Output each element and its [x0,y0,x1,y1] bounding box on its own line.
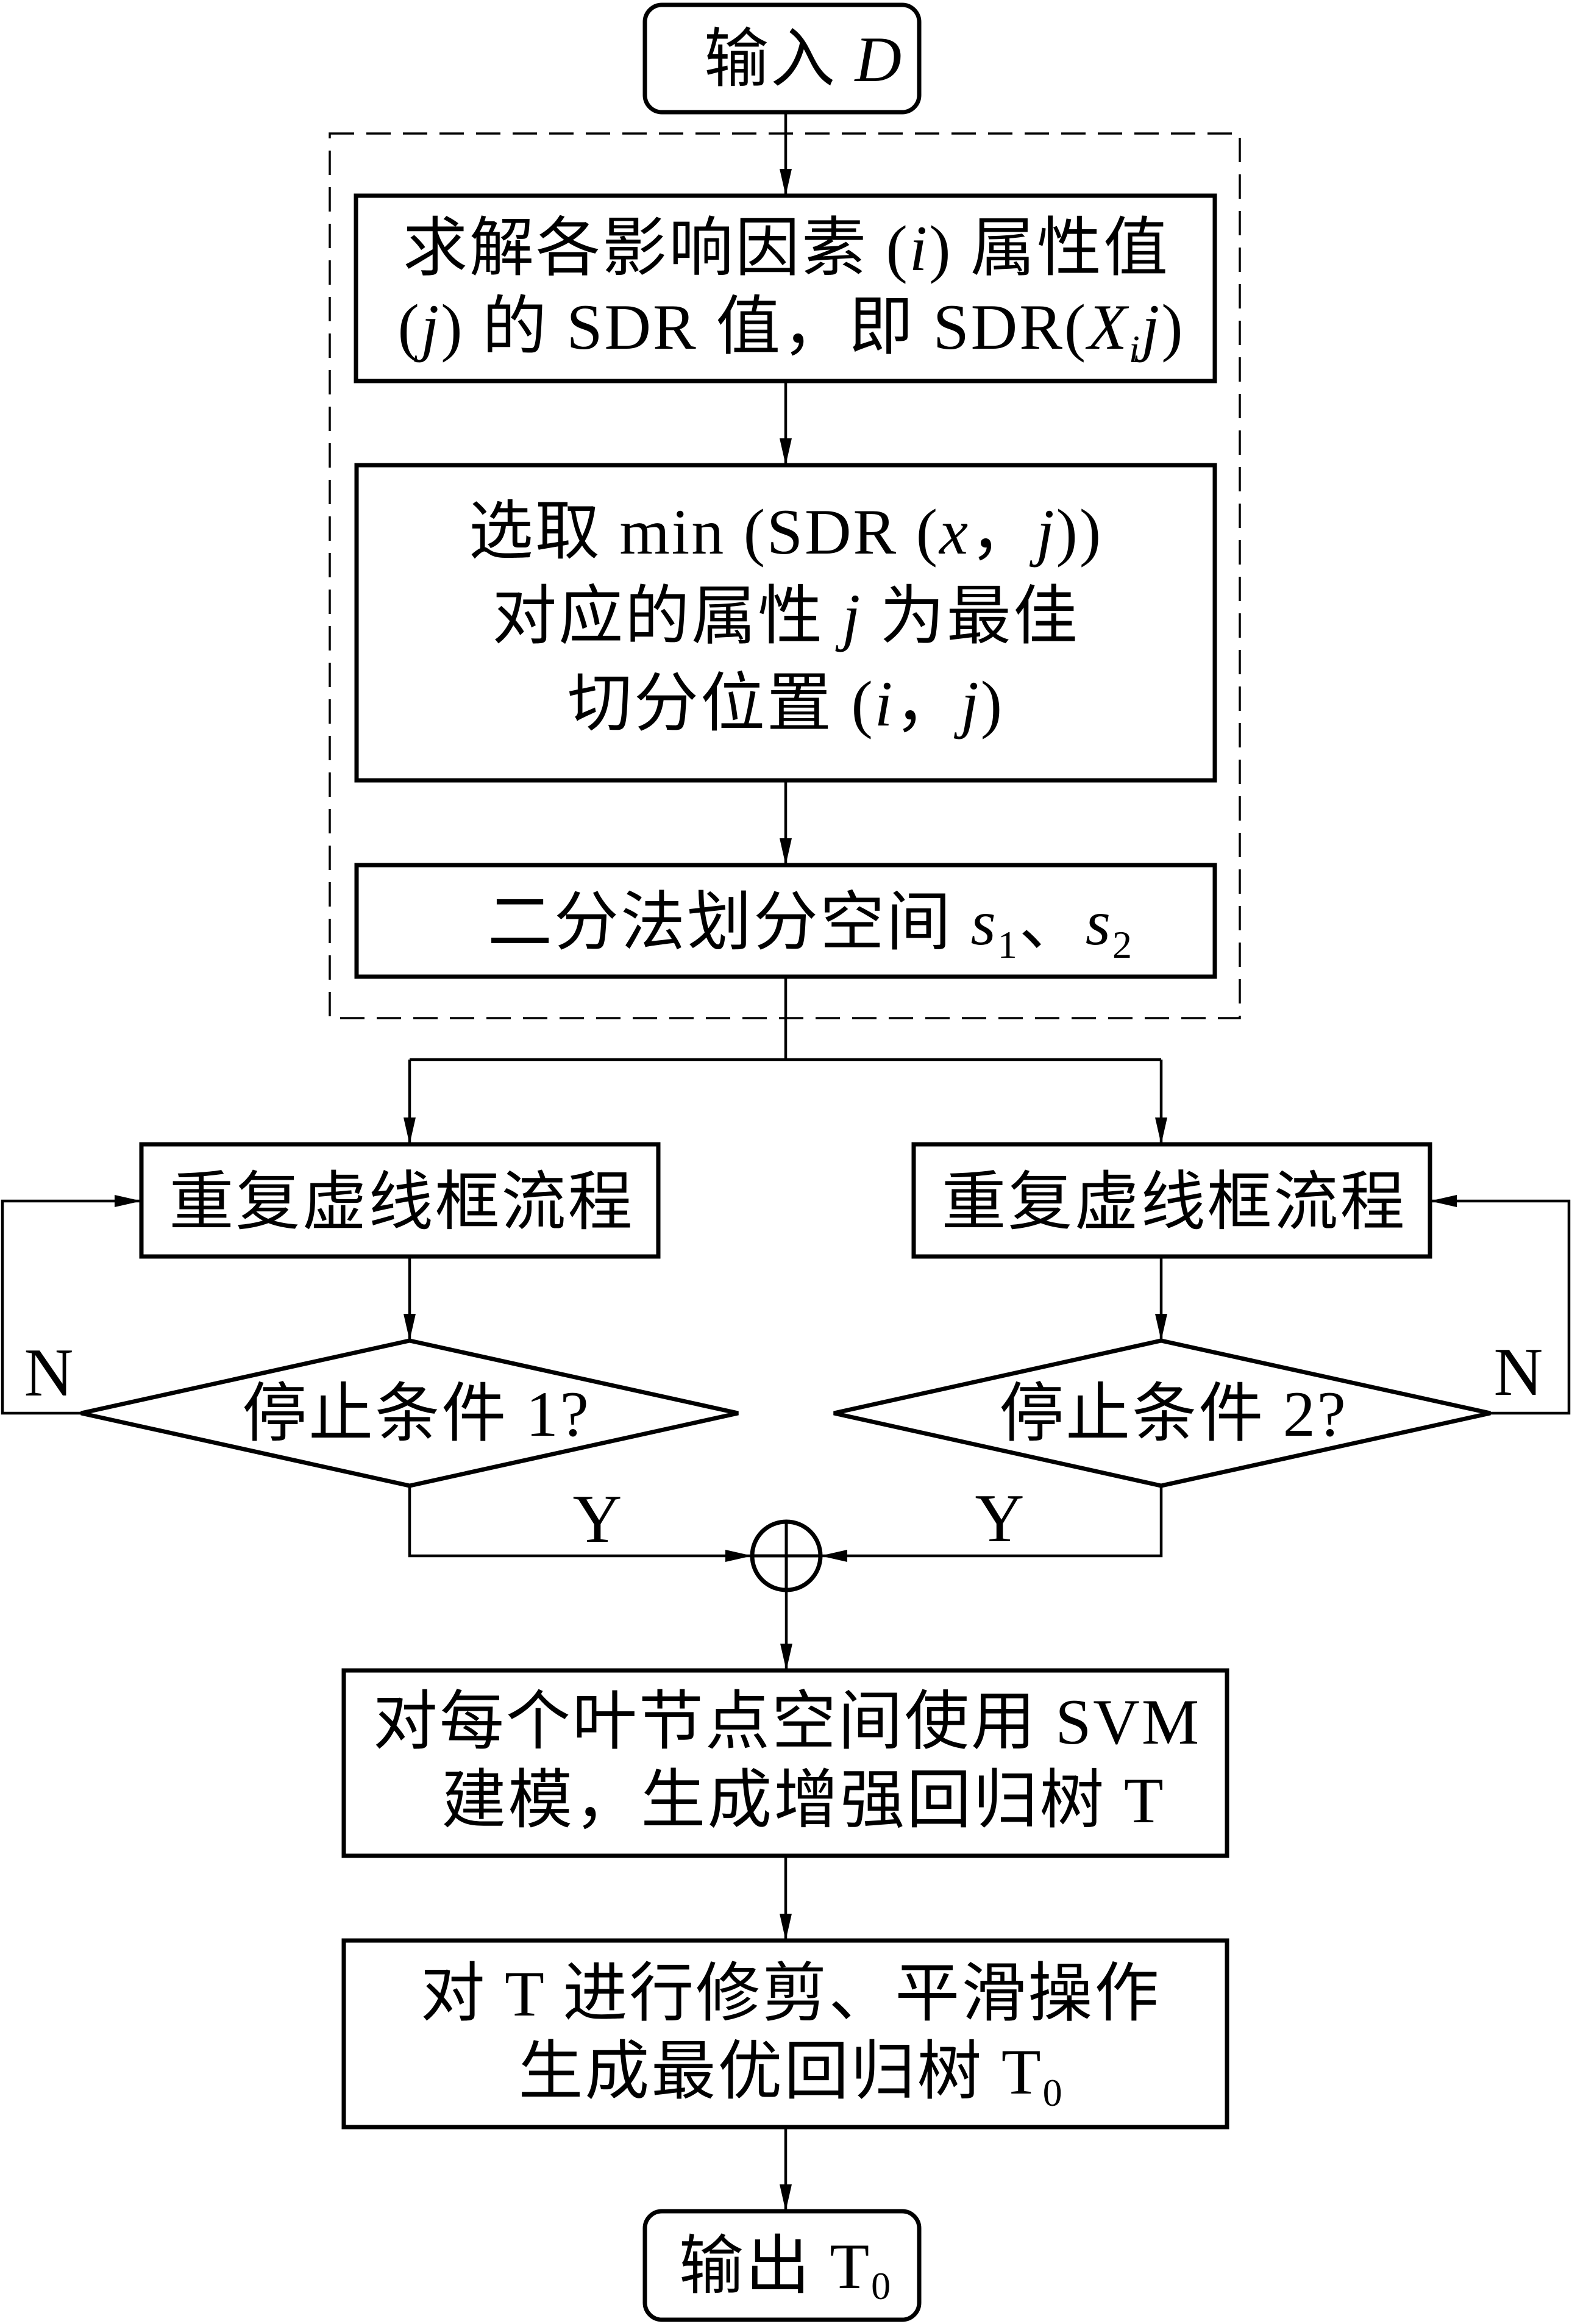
compute-sdr-shape [354,193,1217,383]
input-node: 输入 D [578,2,993,115]
bisect-node: 二分法划分空间 s1、s2 [354,863,1217,979]
text-run: 切分位置 ( [567,668,875,740]
select-split-shape [354,463,1217,783]
stop-2-diamond [833,1338,1491,1488]
output-node-shape [642,2209,922,2322]
text-run: ) 的 SDR 值，即 SDR( [441,291,1087,363]
text-run: 生成最优回归树 T [518,2036,1042,2108]
svm-model-node: 对每个叶节点空间使用 SVM 建模，生成增强回归树 T [341,1668,1229,1858]
compute-sdr-line-2: (j) 的 SDR 值，即 SDR(Xij) [397,291,1184,371]
arrow-stop-2-no-loop [1430,1195,1571,1415]
italic-variable: s [970,887,997,958]
compute-sdr-line-1: 求解各影响因素 (i) 属性值 [403,213,1170,284]
text-run: 对应的属性 [492,581,842,652]
arrow-stop-1-no-loop [1,1195,141,1415]
italic-variable: D [853,24,903,95]
edge-label-no-left: N [24,1335,74,1411]
repeat-right-node: 重复虚线框流程 [911,1142,1432,1259]
merge-junction [750,1519,823,1592]
text-run: 选取 min (SDR ( [469,496,939,568]
bisect-label: 二分法划分空间 s1、s2 [488,887,1134,966]
italic-variable: i [909,213,929,284]
italic-variable: i [875,668,894,740]
prune-line-2: 生成最优回归树 T0 [518,2036,1064,2114]
repeat-right-label: 重复虚线框流程 [942,1167,1407,1238]
subscript: i [1129,327,1142,371]
text-run: 、 [1019,887,1086,958]
select-split-line-2: 对应的属性 j 为最佳 [492,581,1079,652]
arrow-stop-1-yes-to-merge [408,1486,752,1562]
subscript: 0 [871,2264,892,2308]
repeat-left-node: 重复虚线框流程 [139,1142,661,1259]
text-run: 为最佳 [862,581,1079,652]
text-run: ) [1161,291,1184,363]
stop-1-decision: 停止条件 1? [80,1338,739,1488]
input-node-label: 输入 D [578,24,993,95]
prune-node: 对 T 进行修剪、平滑操作 生成最优回归树 T0 [341,1938,1229,2130]
italic-variable: s [1086,887,1112,958]
input-node-shape [642,2,922,115]
text-run: 输入 [704,24,855,95]
edges [1,112,1571,2211]
select-split-line-1: 选取 min (SDR (x，j)) [469,496,1103,568]
stop-1-label: 停止条件 1? [242,1378,591,1450]
stop-2-label: 停止条件 2? [999,1378,1348,1450]
select-split-node: 选取 min (SDR (x，j)) 对应的属性 j 为最佳 切分位置 (i，j… [354,463,1217,783]
text-run: ， [894,668,961,740]
repeat-left-label: 重复虚线框流程 [169,1167,635,1238]
stop-1-diamond [80,1338,739,1488]
subscript: 2 [1112,923,1134,966]
text-run: 求解各影响因素 ( [403,213,909,284]
stop-2-decision: 停止条件 2? [833,1338,1491,1488]
output-node-label: 输出 T0 [679,2231,892,2308]
prune-shape [341,1938,1229,2130]
svm-model-line-1: 对每个叶节点空间使用 SVM [373,1686,1201,1758]
edge-label-no-right: N [1494,1335,1543,1410]
repeat-right-shape [911,1142,1432,1259]
prune-line-1: 对 T 进行修剪、平滑操作 [421,1958,1161,2030]
repeat-left-shape [139,1142,661,1259]
output-node: 输出 T0 [642,2209,922,2322]
subscript: 0 [1043,2071,1064,2114]
svm-model-line-2: 建模，生成增强回归树 T [441,1765,1165,1836]
subscript: 1 [998,923,1019,966]
text-run: ， [970,496,1036,568]
italic-variable: x [938,496,970,568]
italic-variable: X [1085,291,1129,363]
select-split-line-3: 切分位置 (i，j) [567,668,1004,740]
text-run: ) 属性值 [929,213,1170,284]
text-run: )) [1056,496,1103,568]
edge-label-yes-left: Y [573,1481,622,1557]
bisect-shape [354,863,1217,979]
arrow-stop-2-yes-to-merge [820,1486,1163,1562]
compute-sdr-node: 求解各影响因素 (i) 属性值 (j) 的 SDR 值，即 SDR(Xij) [354,193,1217,383]
text-run: 输出 T [679,2231,871,2302]
text-run: ( [397,291,421,363]
svm-model-shape [341,1668,1229,1858]
text-run: ) [981,668,1004,740]
text-run: 二分法划分空间 [488,887,971,958]
edge-label-yes-right: Y [975,1481,1025,1556]
